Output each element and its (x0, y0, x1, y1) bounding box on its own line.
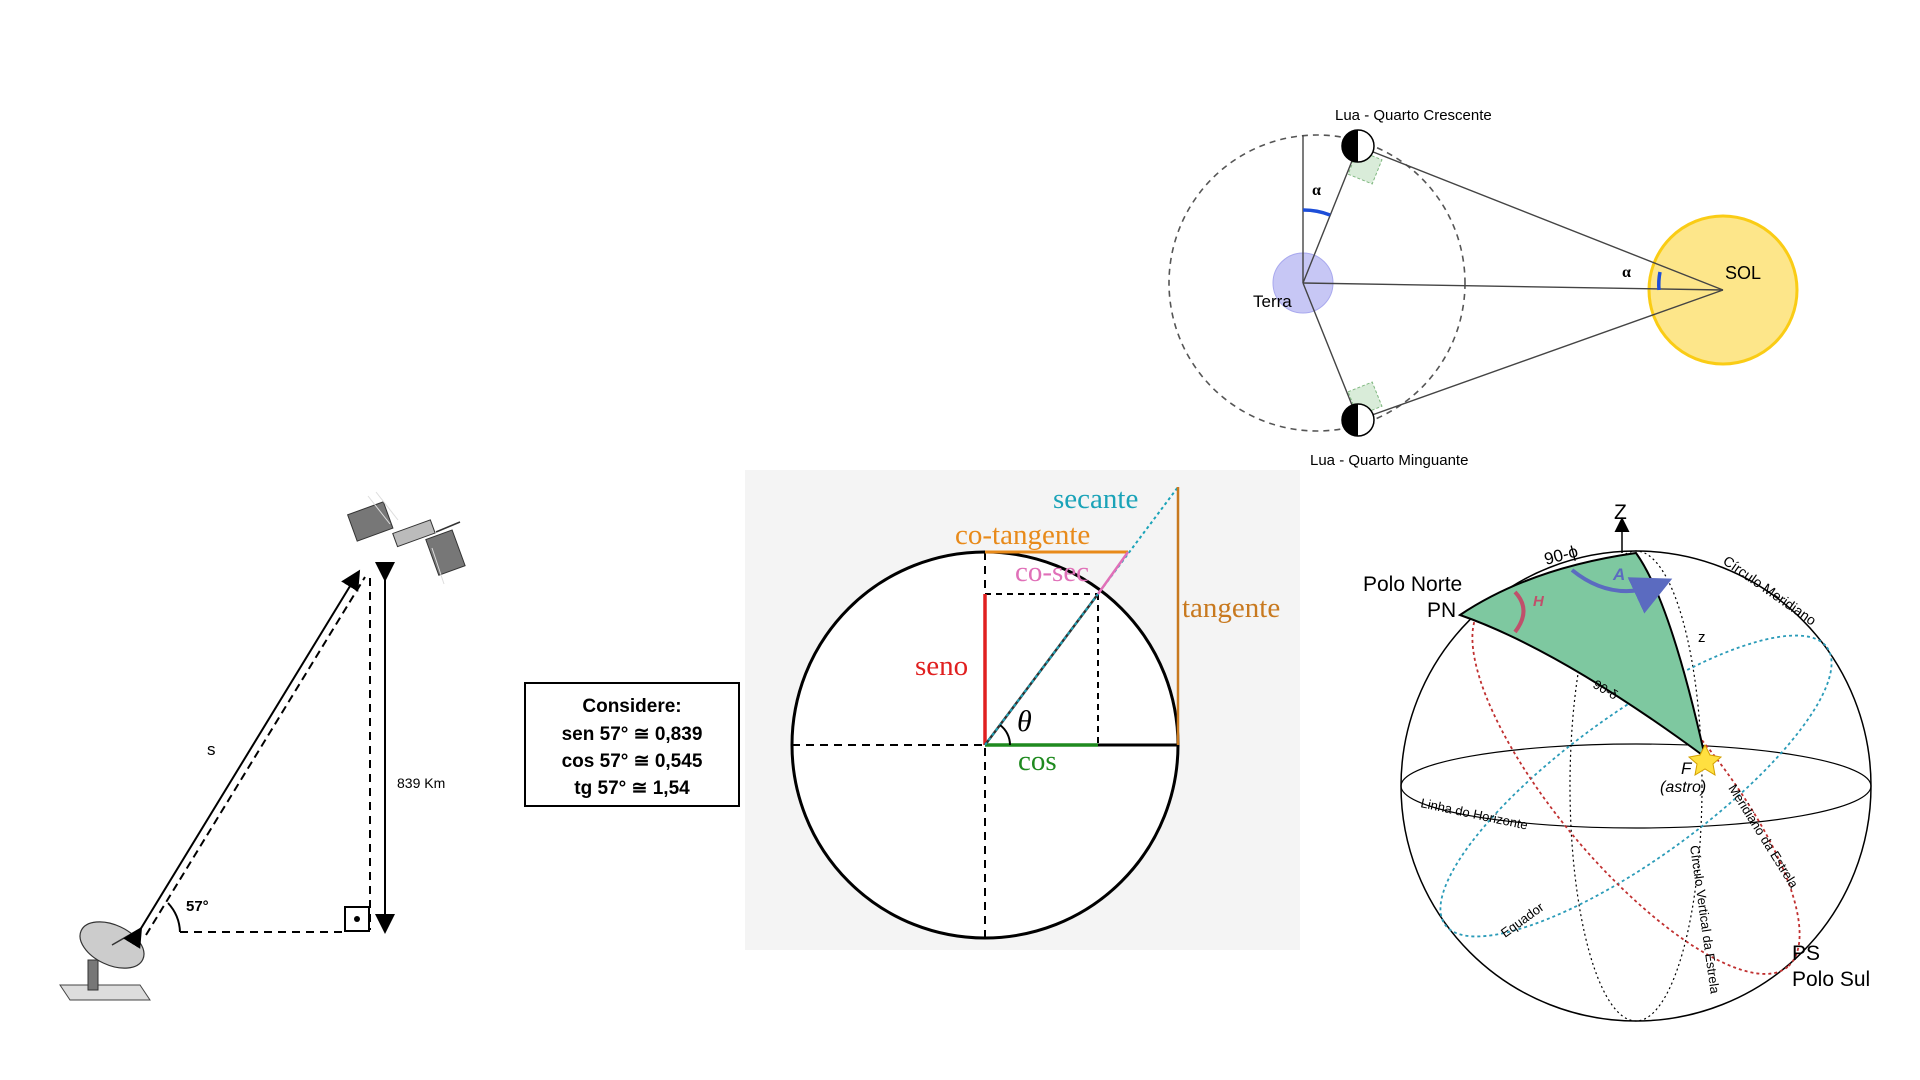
angle-57-arc (167, 902, 181, 933)
cos-label: cos (1018, 745, 1057, 777)
azimuth-arc (1570, 568, 1673, 614)
astro-label: (astro) (1660, 779, 1706, 796)
alpha-label-sun: α (1622, 264, 1631, 281)
equator-label: Equador (1498, 899, 1547, 940)
crescent-sun-line (1357, 145, 1724, 291)
moon-orbit (1168, 134, 1466, 432)
consider-title: Considere: (582, 696, 681, 717)
alpha-label-earth: α (1312, 182, 1321, 199)
cotangente-label: co-tangente (955, 519, 1090, 551)
seno-label: seno (915, 650, 968, 682)
cosec-label: co-sec (1015, 556, 1089, 588)
pn-label: PN (1427, 599, 1456, 622)
earth-crescent-line (1302, 145, 1359, 284)
hour-angle-arc (1513, 590, 1526, 634)
moon-crescent (1341, 129, 1375, 163)
moon-phase-diagram: Lua - Quarto Crescente Lua - Quarto Ming… (1168, 107, 1799, 469)
moon-waning-label: Lua - Quarto Minguante (1310, 452, 1468, 469)
consider-tg: tg 57° ≅ 1,54 (574, 778, 690, 799)
tangente-label: tangente (1182, 592, 1280, 624)
sun-label: SOL (1725, 263, 1761, 283)
circulo-meridiano-label: Círculo Meridiano (1720, 552, 1819, 628)
angle-57-label: 57° (186, 898, 209, 915)
azimuth-label: A (1612, 565, 1625, 584)
polo-norte-label: Polo Norte (1363, 573, 1462, 596)
consider-box (524, 682, 740, 807)
zenith-distance-label: z (1698, 629, 1706, 646)
consider-cos: cos 57° ≅ 0,545 (562, 751, 703, 772)
secante-label: secante (1053, 483, 1138, 515)
right-angle-dot (354, 916, 360, 922)
zenith-label: Z (1614, 501, 1627, 524)
waning-sun-line (1357, 289, 1724, 421)
star-meridian-ellipse (1471, 597, 1801, 975)
star-icon (1687, 743, 1723, 776)
trig-circle-diagram: secante co-tangente co-sec tangente seno… (745, 470, 1300, 950)
consider-sen: sen 57° ≅ 0,839 (562, 724, 703, 745)
celestial-sphere-diagram: Z Polo Norte PN 90-ϕ A H Círculo Meridia… (1363, 501, 1872, 1022)
distance-s-line (123, 569, 361, 949)
cosec-line (1096, 551, 1130, 595)
satellite-problem: s 839 Km 57° Considere: sen 57° ≅ 0,839 … (59, 491, 740, 1001)
polo-sul-label: Polo Sul (1792, 968, 1870, 991)
distance-s-label: s (207, 740, 216, 759)
earth-sun-line (1302, 282, 1724, 291)
theta-label: θ (1017, 705, 1032, 738)
moon-crescent-label: Lua - Quarto Crescente (1335, 107, 1492, 124)
earth-label: Terra (1253, 292, 1292, 311)
star-meridian-label: Meridiano da Estrela (1725, 782, 1801, 892)
horizon-line-label: Linha do Horizonte (1419, 795, 1529, 832)
distance-s-dash (145, 576, 366, 936)
hour-angle-label: H (1533, 593, 1545, 610)
alpha-arc-earth (1302, 208, 1331, 217)
theta-arc (999, 724, 1011, 746)
vertical-circle (1569, 550, 1703, 1022)
earth-waning-line (1302, 282, 1359, 421)
vertical-circle-label: Círculo Vertical da Estrela (1687, 844, 1723, 995)
antenna-dish-icon (59, 921, 151, 1001)
moon-waning (1341, 403, 1375, 437)
astro-f-label: F (1681, 759, 1693, 778)
spherical-triangle (1457, 551, 1707, 760)
ps-label: PS (1792, 942, 1820, 965)
height-label: 839 Km (397, 775, 445, 791)
satellite-icon (346, 491, 466, 585)
horizon-ellipse (1400, 743, 1872, 829)
alpha-arc-sun (1657, 271, 1662, 291)
